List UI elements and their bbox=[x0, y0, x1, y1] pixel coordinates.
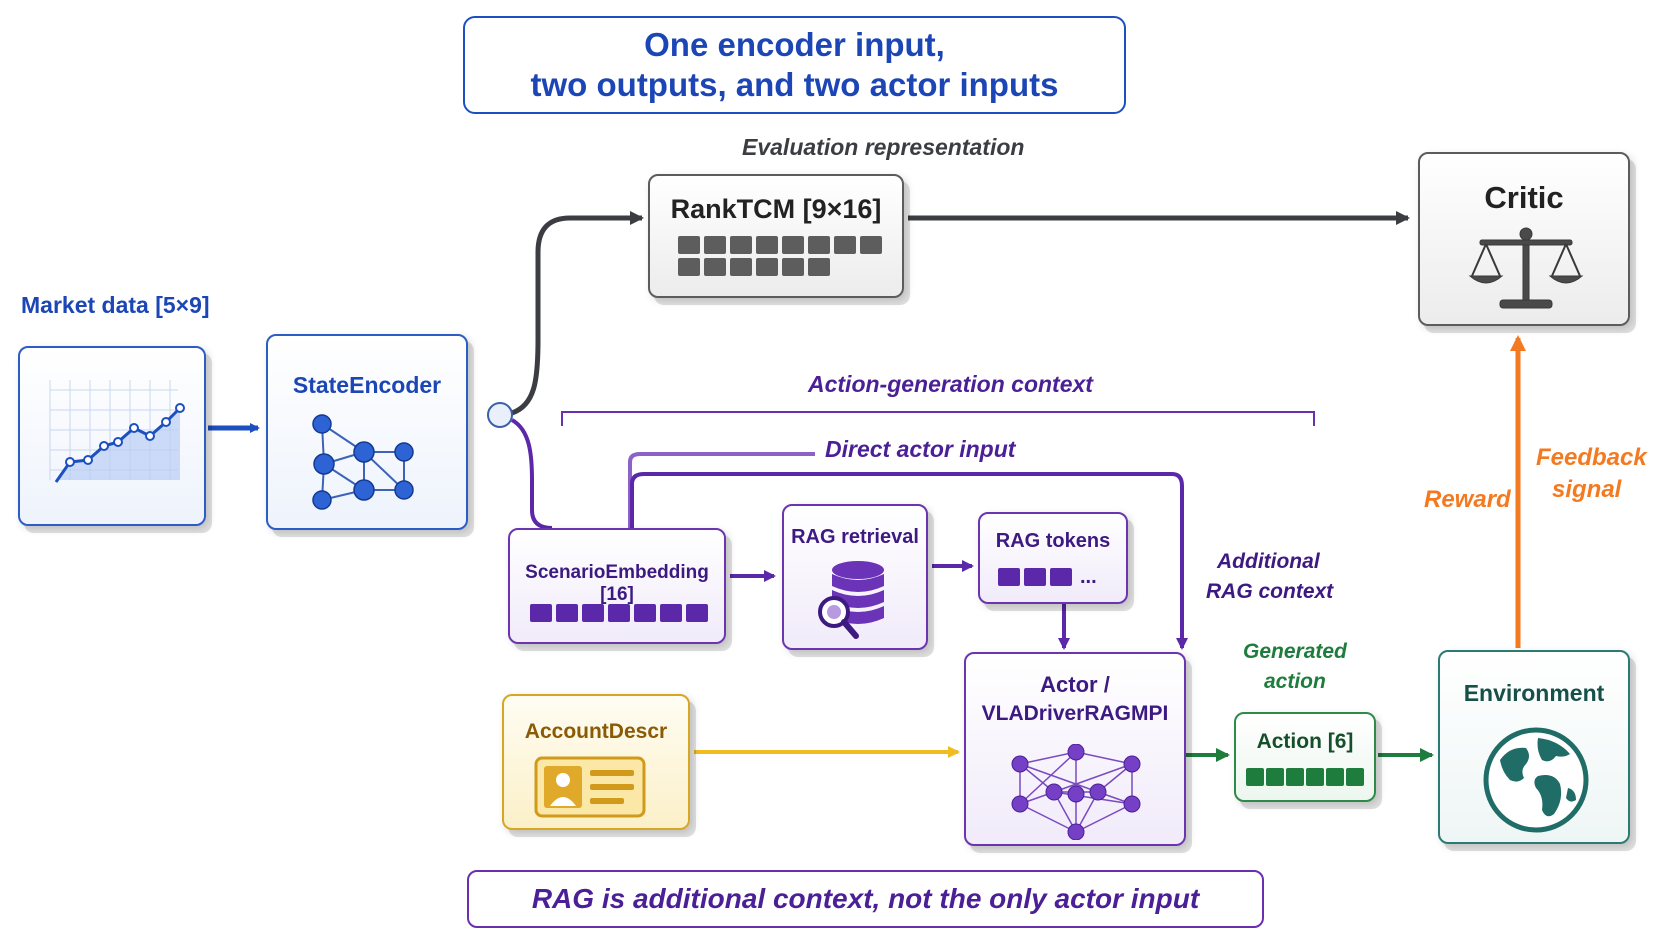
database-search-icon bbox=[818, 561, 884, 639]
ranktcm-cell bbox=[808, 258, 830, 276]
embedding-cell bbox=[634, 604, 656, 622]
neural-network-icon bbox=[1011, 744, 1141, 840]
rag-retrieval-label: RAG retrieval bbox=[791, 526, 919, 548]
ranktcm-cell bbox=[860, 236, 882, 254]
title-line-2: two outputs, and two actor inputs bbox=[530, 66, 1059, 103]
embedding-cell bbox=[660, 604, 682, 622]
critic-box: Critic bbox=[1418, 152, 1630, 326]
environment-label: Environment bbox=[1463, 680, 1605, 706]
embedding-cell bbox=[608, 604, 630, 622]
action-cell bbox=[1266, 768, 1284, 786]
footer-text: RAG is additional context, not the only … bbox=[531, 883, 1200, 914]
feedback-signal-line-2: signal bbox=[1552, 476, 1622, 503]
generated-action-line-2: action bbox=[1264, 670, 1326, 693]
rag-tokens-ellipsis: ... bbox=[1080, 566, 1097, 588]
account-descr-label: AccountDescr bbox=[524, 720, 668, 743]
ranktcm-cell bbox=[678, 236, 700, 254]
id-card-icon bbox=[534, 756, 646, 818]
environment-box: Environment bbox=[1438, 650, 1630, 844]
embedding-cell bbox=[556, 604, 578, 622]
balance-scale-icon bbox=[1468, 227, 1584, 309]
rag-tokens-label: RAG tokens bbox=[995, 530, 1111, 552]
rag-tokens-vector: ... bbox=[998, 566, 1128, 588]
arrow-direct-actor-input bbox=[628, 452, 815, 528]
ranktcm-cell bbox=[756, 236, 778, 254]
title-line-1: One encoder input, bbox=[644, 26, 945, 63]
globe-icon bbox=[1483, 727, 1589, 833]
market-data-label: Market data [5×9] bbox=[21, 292, 210, 318]
scenario-embedding-label: ScenarioEmbedding [16] bbox=[525, 562, 709, 605]
direct-actor-input-label: Direct actor input bbox=[825, 436, 1016, 462]
arrow-scenario-to-actor bbox=[630, 472, 1188, 650]
rag-retrieval-box: RAG retrieval bbox=[782, 504, 928, 650]
action-cell bbox=[1346, 768, 1364, 786]
arrow-encoder-to-ranktcm bbox=[511, 211, 644, 416]
action-vector bbox=[1246, 768, 1376, 786]
ranktcm-cell bbox=[704, 236, 726, 254]
generated-action-line-1: Generated bbox=[1243, 640, 1347, 663]
action-cell bbox=[1306, 768, 1324, 786]
reward-label: Reward bbox=[1424, 486, 1511, 513]
ranktcm-cell bbox=[782, 236, 804, 254]
ranktcm-cell bbox=[834, 236, 856, 254]
ranktcm-cell bbox=[756, 258, 778, 276]
actor-label-line-2: VLADriverRAGMPI bbox=[981, 702, 1169, 725]
line-chart-icon bbox=[49, 380, 185, 483]
token-cell bbox=[1050, 568, 1072, 586]
rag-tokens-box: RAG tokens ... bbox=[978, 512, 1128, 604]
account-descr-box: AccountDescr bbox=[502, 694, 690, 830]
state-encoder-label: StateEncoder bbox=[292, 372, 442, 398]
ranktcm-cell bbox=[730, 258, 752, 276]
actor-label-line-1: Actor / bbox=[1040, 672, 1110, 697]
token-cell bbox=[998, 568, 1020, 586]
market-data-box bbox=[18, 346, 206, 526]
embedding-cell bbox=[686, 604, 708, 622]
action-cell bbox=[1286, 768, 1304, 786]
ranktcm-label: RankTCM [9×16] bbox=[670, 194, 882, 224]
state-encoder-box: StateEncoder bbox=[266, 334, 468, 530]
arrow-encoder-to-scenario bbox=[510, 418, 553, 530]
scenario-embedding-box: ScenarioEmbedding [16] bbox=[508, 528, 726, 644]
additional-rag-context-line-1: Additional bbox=[1217, 550, 1320, 573]
scenario-embedding-vector bbox=[530, 604, 720, 622]
title-banner: One encoder input, two outputs, and two … bbox=[463, 16, 1126, 114]
network-graph-icon bbox=[312, 414, 414, 510]
ranktcm-cell bbox=[782, 258, 804, 276]
action-cell bbox=[1326, 768, 1344, 786]
evaluation-representation-label: Evaluation representation bbox=[742, 134, 1025, 160]
ranktcm-cell bbox=[730, 236, 752, 254]
embedding-cell bbox=[582, 604, 604, 622]
action-box: Action [6] bbox=[1234, 712, 1376, 802]
feedback-signal-line-1: Feedback bbox=[1536, 444, 1647, 471]
action-label: Action [6] bbox=[1256, 730, 1354, 753]
footer-banner: RAG is additional context, not the only … bbox=[467, 870, 1264, 928]
split-node bbox=[487, 402, 513, 428]
actor-box: Actor / VLADriverRAGMPI bbox=[964, 652, 1186, 846]
ranktcm-cell bbox=[704, 258, 726, 276]
token-cell bbox=[1024, 568, 1046, 586]
action-context-bracket bbox=[561, 411, 1315, 426]
ranktcm-matrix bbox=[678, 236, 888, 276]
ranktcm-box: RankTCM [9×16] bbox=[648, 174, 904, 298]
additional-rag-context-line-2: RAG context bbox=[1206, 580, 1334, 603]
action-cell bbox=[1246, 768, 1264, 786]
ranktcm-cell bbox=[808, 236, 830, 254]
critic-label: Critic bbox=[1484, 180, 1564, 215]
embedding-cell bbox=[530, 604, 552, 622]
ranktcm-cell bbox=[678, 258, 700, 276]
action-generation-context-label: Action-generation context bbox=[808, 371, 1093, 397]
